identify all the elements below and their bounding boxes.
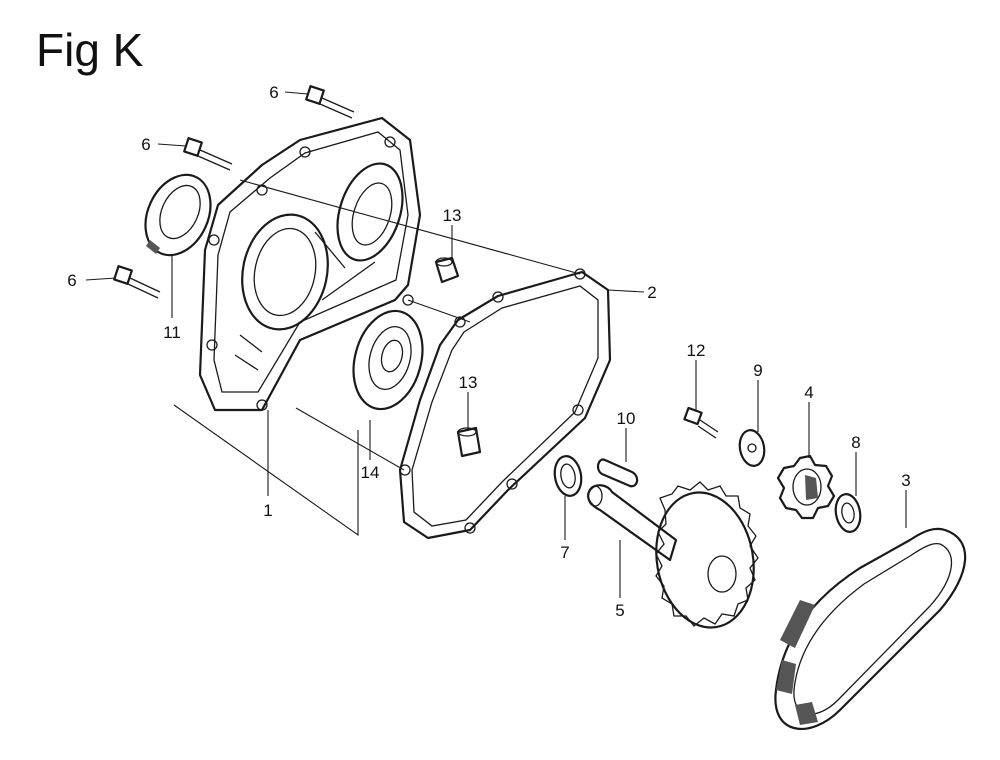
callout-8: 8	[851, 433, 860, 452]
callout-10: 10	[617, 409, 636, 428]
part-13-dowel-upper	[434, 256, 460, 284]
leader-lines	[85, 91, 907, 598]
callout-11: 11	[163, 323, 181, 342]
part-11-oil-seal	[144, 173, 212, 257]
part-13-dowel-lower	[456, 426, 482, 458]
callout-1: 1	[263, 501, 272, 520]
callout-13-upper: 13	[443, 206, 462, 225]
part-9-washer	[738, 429, 766, 467]
part-7-washer	[553, 455, 583, 497]
callout-12: 12	[687, 341, 706, 360]
part-6-bolt-middle	[183, 137, 233, 171]
part-4-small-sprocket	[776, 454, 836, 520]
part-3-chain	[774, 527, 967, 731]
callout-6-top: 6	[269, 83, 278, 102]
figure-title: Fig K	[36, 24, 144, 76]
callout-6-middle: 6	[141, 135, 150, 154]
part-8-washer	[834, 493, 862, 533]
part-12-bolt	[683, 406, 719, 439]
callout-5: 5	[615, 601, 624, 620]
callout-3: 3	[901, 471, 910, 490]
callout-7: 7	[560, 543, 569, 562]
part-2-gasket	[398, 268, 612, 540]
part-10-pin	[596, 458, 639, 488]
part-1-case-cover	[198, 116, 422, 412]
part-5-shaft-sprocket	[587, 481, 759, 629]
callout-9: 9	[753, 361, 762, 380]
callout-4: 4	[804, 383, 813, 402]
part-6-bolt-top	[305, 85, 355, 119]
part-14-bearing	[352, 309, 424, 411]
part-6-bolt-lower	[113, 265, 161, 299]
callout-6-lower: 6	[67, 271, 76, 290]
callout-2: 2	[647, 283, 656, 302]
callout-13-lower: 13	[459, 373, 478, 392]
callout-14: 14	[361, 463, 380, 482]
